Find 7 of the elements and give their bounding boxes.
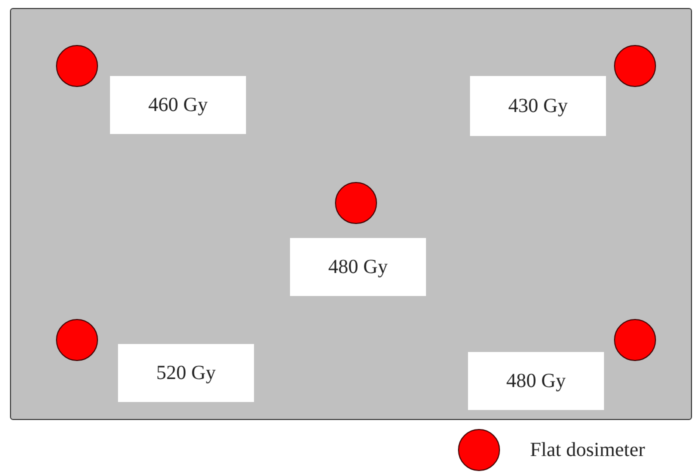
value-box: 480 Gy xyxy=(468,352,604,410)
plate-panel xyxy=(10,8,692,420)
legend-label: Flat dosimeter xyxy=(530,438,645,463)
value-box: 430 Gy xyxy=(470,76,606,136)
value-box: 520 Gy xyxy=(118,344,254,402)
value-box: 480 Gy xyxy=(290,238,426,296)
value-box: 460 Gy xyxy=(110,76,246,134)
